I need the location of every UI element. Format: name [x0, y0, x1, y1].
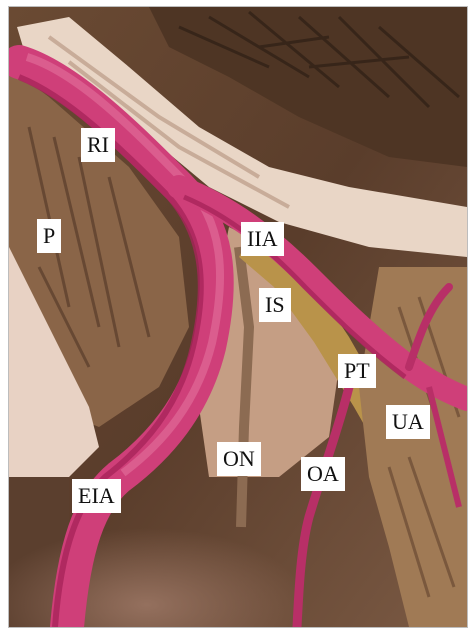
label-is: IS [259, 288, 291, 322]
label-iia: IIA [241, 222, 284, 256]
label-p: P [37, 219, 61, 253]
anatomical-photo: RI P IIA IS PT UA ON OA EIA [8, 6, 468, 628]
label-eia: EIA [72, 479, 121, 513]
anatomy-drawing [9, 7, 467, 627]
label-ua: UA [386, 405, 430, 439]
label-pt: PT [338, 354, 376, 388]
label-ri: RI [81, 128, 115, 162]
label-oa: OA [301, 457, 345, 491]
label-on: ON [217, 442, 261, 476]
